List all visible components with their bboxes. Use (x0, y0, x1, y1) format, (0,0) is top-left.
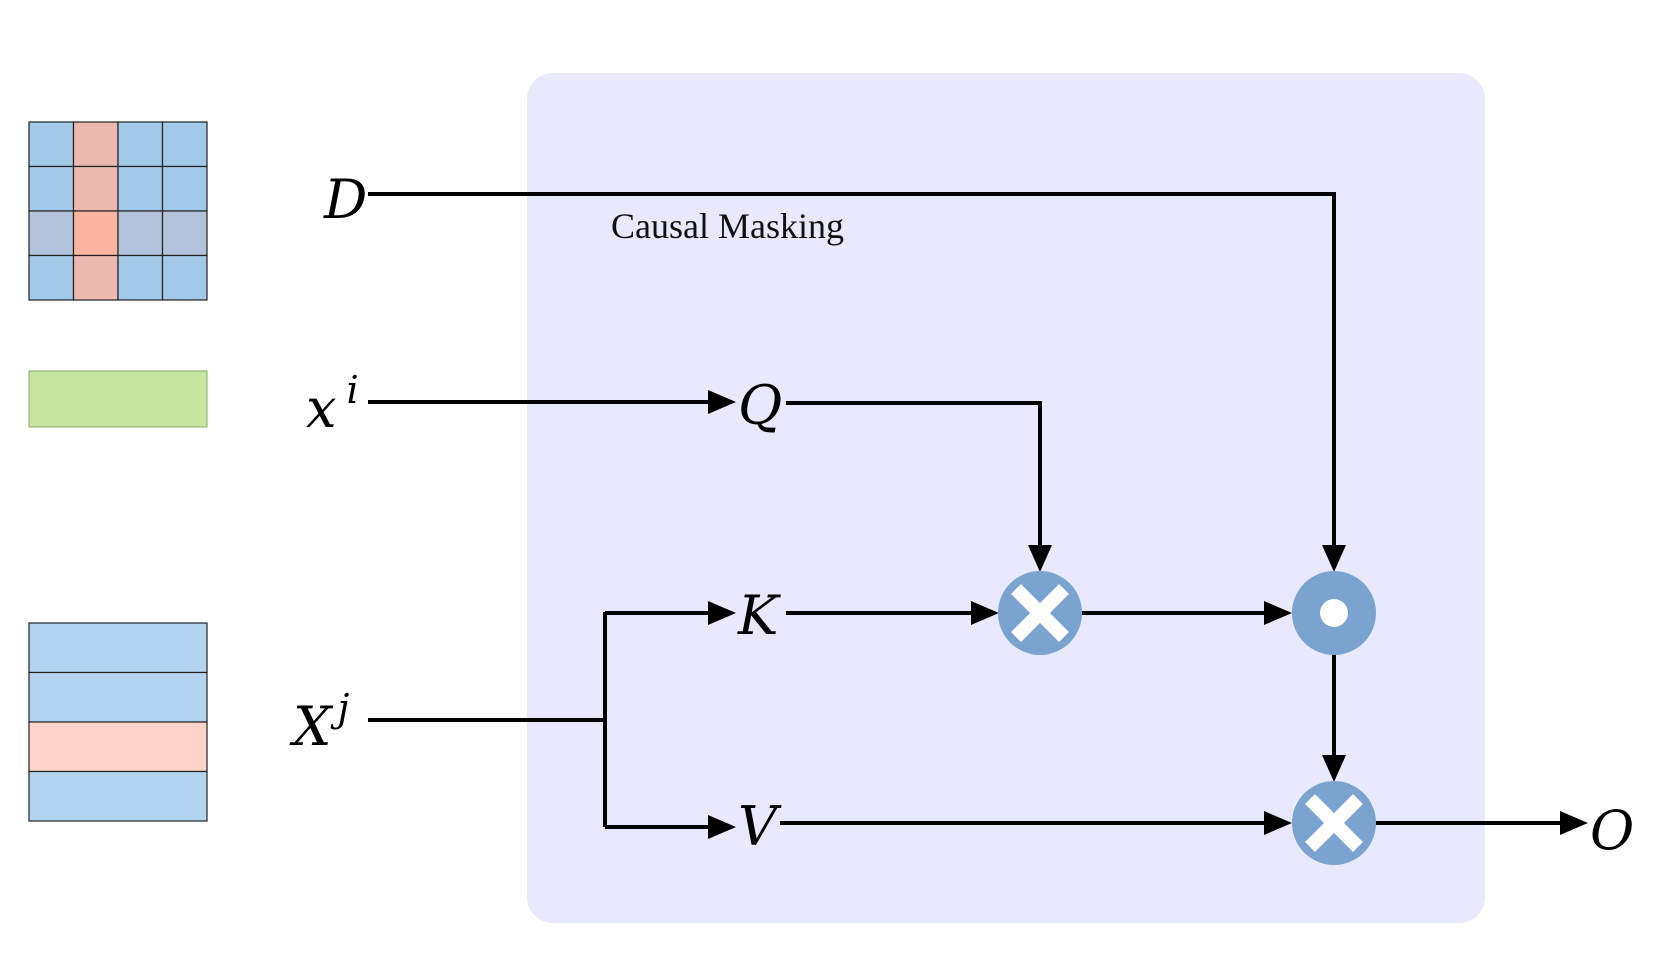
wire-q-to-multiply (786, 401, 1042, 550)
arrowhead-q-to-multiply (1028, 545, 1052, 572)
symbol-X-sup: j (330, 686, 349, 730)
symbol-k: K (737, 584, 781, 647)
mask-grid-cell (28, 165, 75, 212)
connections (368, 192, 1562, 829)
mask-grid-cell (161, 165, 208, 212)
multiply-operator-icon (998, 571, 1082, 655)
symbol-q: Q (738, 374, 782, 437)
mask-grid-cell (28, 121, 75, 168)
symbol-o: O (1590, 799, 1634, 862)
arrowhead-to-o (1560, 811, 1588, 835)
arrowhead-to-k (708, 601, 736, 625)
arrowhead-multiply-to-hadamard (1264, 601, 1292, 625)
arrowhead-k-to-multiply (971, 601, 999, 625)
mask-grid-cell (117, 254, 164, 301)
mask-matrix-grid (28, 121, 208, 301)
mask-grid-cell (117, 121, 164, 168)
symbol-X-base: X (289, 695, 334, 758)
mask-grid-cell (28, 210, 75, 257)
mask-grid-cell (72, 210, 119, 257)
causal-masking-panel (527, 73, 1485, 923)
symbol-d: D (323, 168, 367, 231)
mask-grid-cell (161, 254, 208, 301)
key-stack-row (28, 671, 208, 723)
mask-grid-cell (161, 121, 208, 168)
mask-grid-cell (72, 165, 119, 212)
key-stack-row (28, 721, 208, 773)
mask-grid-cell (161, 210, 208, 257)
arrowhead-v-to-multiply (1264, 811, 1292, 835)
symbol-x-sup: i (346, 368, 358, 412)
mask-grid-cell (28, 254, 75, 301)
key-stack-row (28, 622, 208, 674)
arrowhead-hadamard-to-multiply (1322, 755, 1346, 782)
mask-grid-cell (117, 165, 164, 212)
key-stack-row (28, 770, 208, 822)
panel-title: Causal Masking (611, 206, 844, 246)
mask-grid-cell (117, 210, 164, 257)
symbol-v: V (738, 795, 782, 858)
wire-d-to-hadamard (368, 192, 1336, 550)
key-value-stack (28, 622, 208, 822)
arrowhead-to-q (708, 390, 736, 414)
symbol-x-base: x (306, 377, 336, 440)
query-vector-bar (28, 370, 208, 428)
hadamard-operator-icon (1292, 571, 1376, 655)
arrowheads (708, 390, 1588, 839)
mask-grid-cell (72, 254, 119, 301)
arrowhead-to-v (708, 815, 736, 839)
arrowhead-d-to-hadamard (1322, 545, 1346, 572)
mask-grid-cell (72, 121, 119, 168)
multiply-operator-icon-output (1292, 781, 1376, 865)
